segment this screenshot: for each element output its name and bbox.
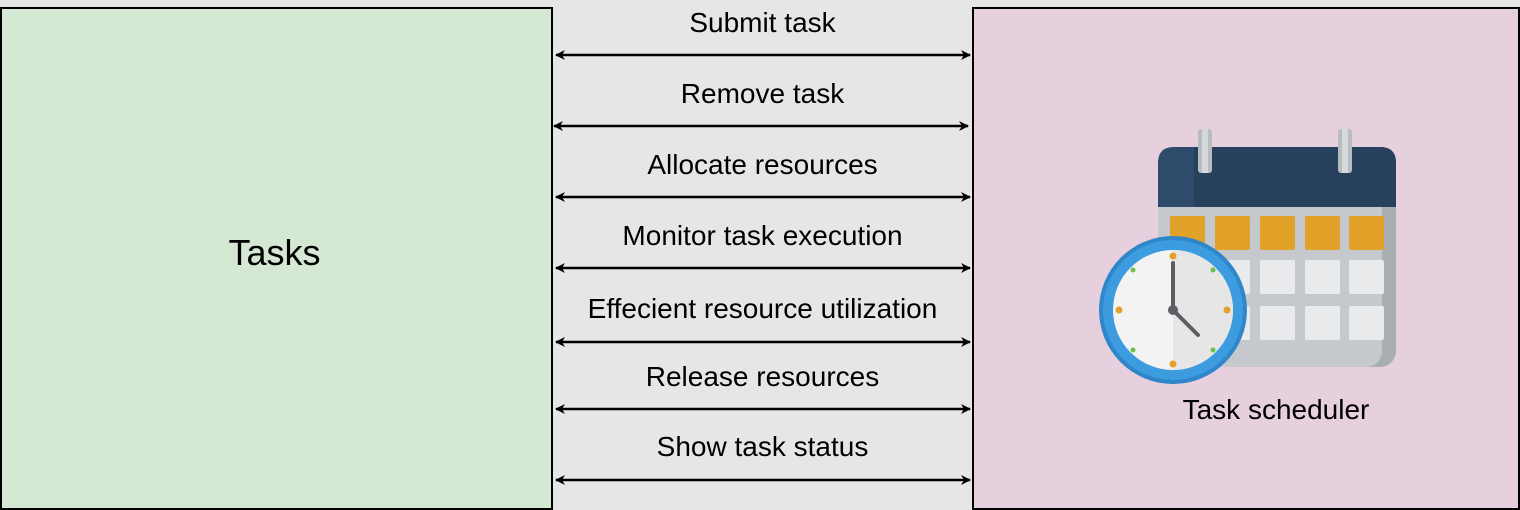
tasks-box: [0, 7, 553, 510]
monitor-task-execution-label: Monitor task execution: [622, 220, 903, 251]
remove-task-label: Remove task: [680, 78, 845, 109]
task-scheduler-label: Task scheduler: [1182, 394, 1370, 425]
submit-task-label: Submit task: [689, 7, 836, 38]
resource-utilization-label: Effecient resource utilization: [587, 293, 938, 324]
show-task-status-label: Show task status: [656, 431, 869, 462]
tasks-label: Tasks: [228, 232, 321, 273]
allocate-resources-label: Allocate resources: [647, 149, 878, 180]
release-resources-label: Release resources: [645, 361, 880, 392]
calendar-clock-icon: [1099, 129, 1396, 384]
